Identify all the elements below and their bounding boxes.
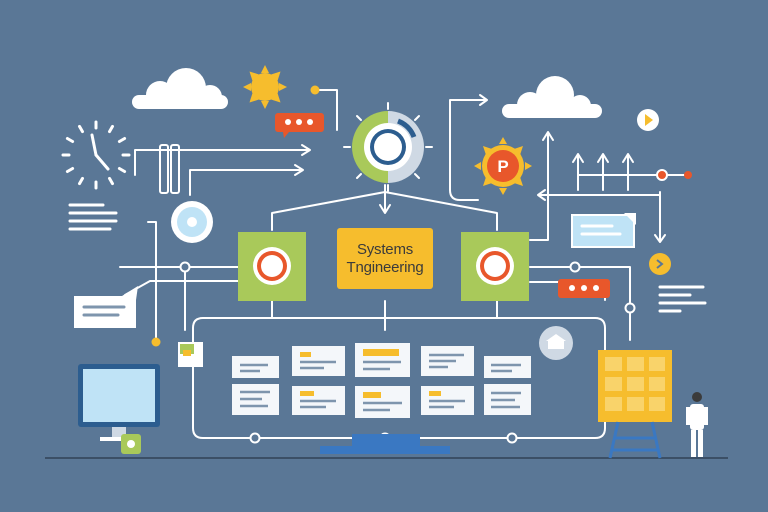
speech-bubble-right	[571, 213, 636, 248]
green-node-right	[461, 232, 529, 301]
chat-bubble-orange-right	[558, 279, 610, 298]
ladder-stand	[608, 421, 662, 459]
clock-icon	[61, 120, 131, 190]
label-line-2: Tngineering	[346, 258, 424, 276]
card	[484, 356, 531, 378]
laptop-base	[320, 434, 450, 454]
text-lines-right	[658, 285, 707, 313]
person-icon	[686, 392, 708, 457]
card	[355, 386, 410, 418]
monitor-icon	[78, 364, 160, 454]
coin-icon	[649, 253, 671, 275]
speech-bubble-left	[74, 286, 138, 328]
text-lines-left	[68, 203, 118, 231]
gear-icon	[343, 102, 433, 192]
card	[292, 346, 345, 376]
chat-bubble-orange-top	[275, 113, 324, 138]
label-line-1: Systems	[356, 240, 414, 258]
accent-dots	[151, 85, 692, 347]
card-grid	[232, 343, 531, 418]
card	[484, 384, 531, 415]
play-icon	[637, 109, 659, 131]
green-node-left	[238, 232, 306, 301]
small-chart-card	[178, 342, 203, 367]
card	[421, 386, 474, 415]
grid-panel	[598, 350, 672, 422]
card	[421, 346, 474, 376]
card	[232, 356, 279, 378]
sun-icon	[243, 65, 287, 109]
clip-icon	[159, 144, 180, 194]
arrowheads	[294, 94, 666, 243]
card	[355, 343, 410, 377]
p-badge-icon	[474, 137, 532, 195]
card	[232, 384, 279, 415]
server-icon	[539, 326, 573, 360]
gauge-icon	[171, 201, 213, 243]
systems-engineering-label: Systems Tngineering	[337, 228, 433, 289]
cloud-right	[502, 76, 602, 118]
card	[292, 386, 345, 415]
cloud-left	[132, 68, 228, 109]
p-badge-letter: P	[497, 157, 508, 176]
